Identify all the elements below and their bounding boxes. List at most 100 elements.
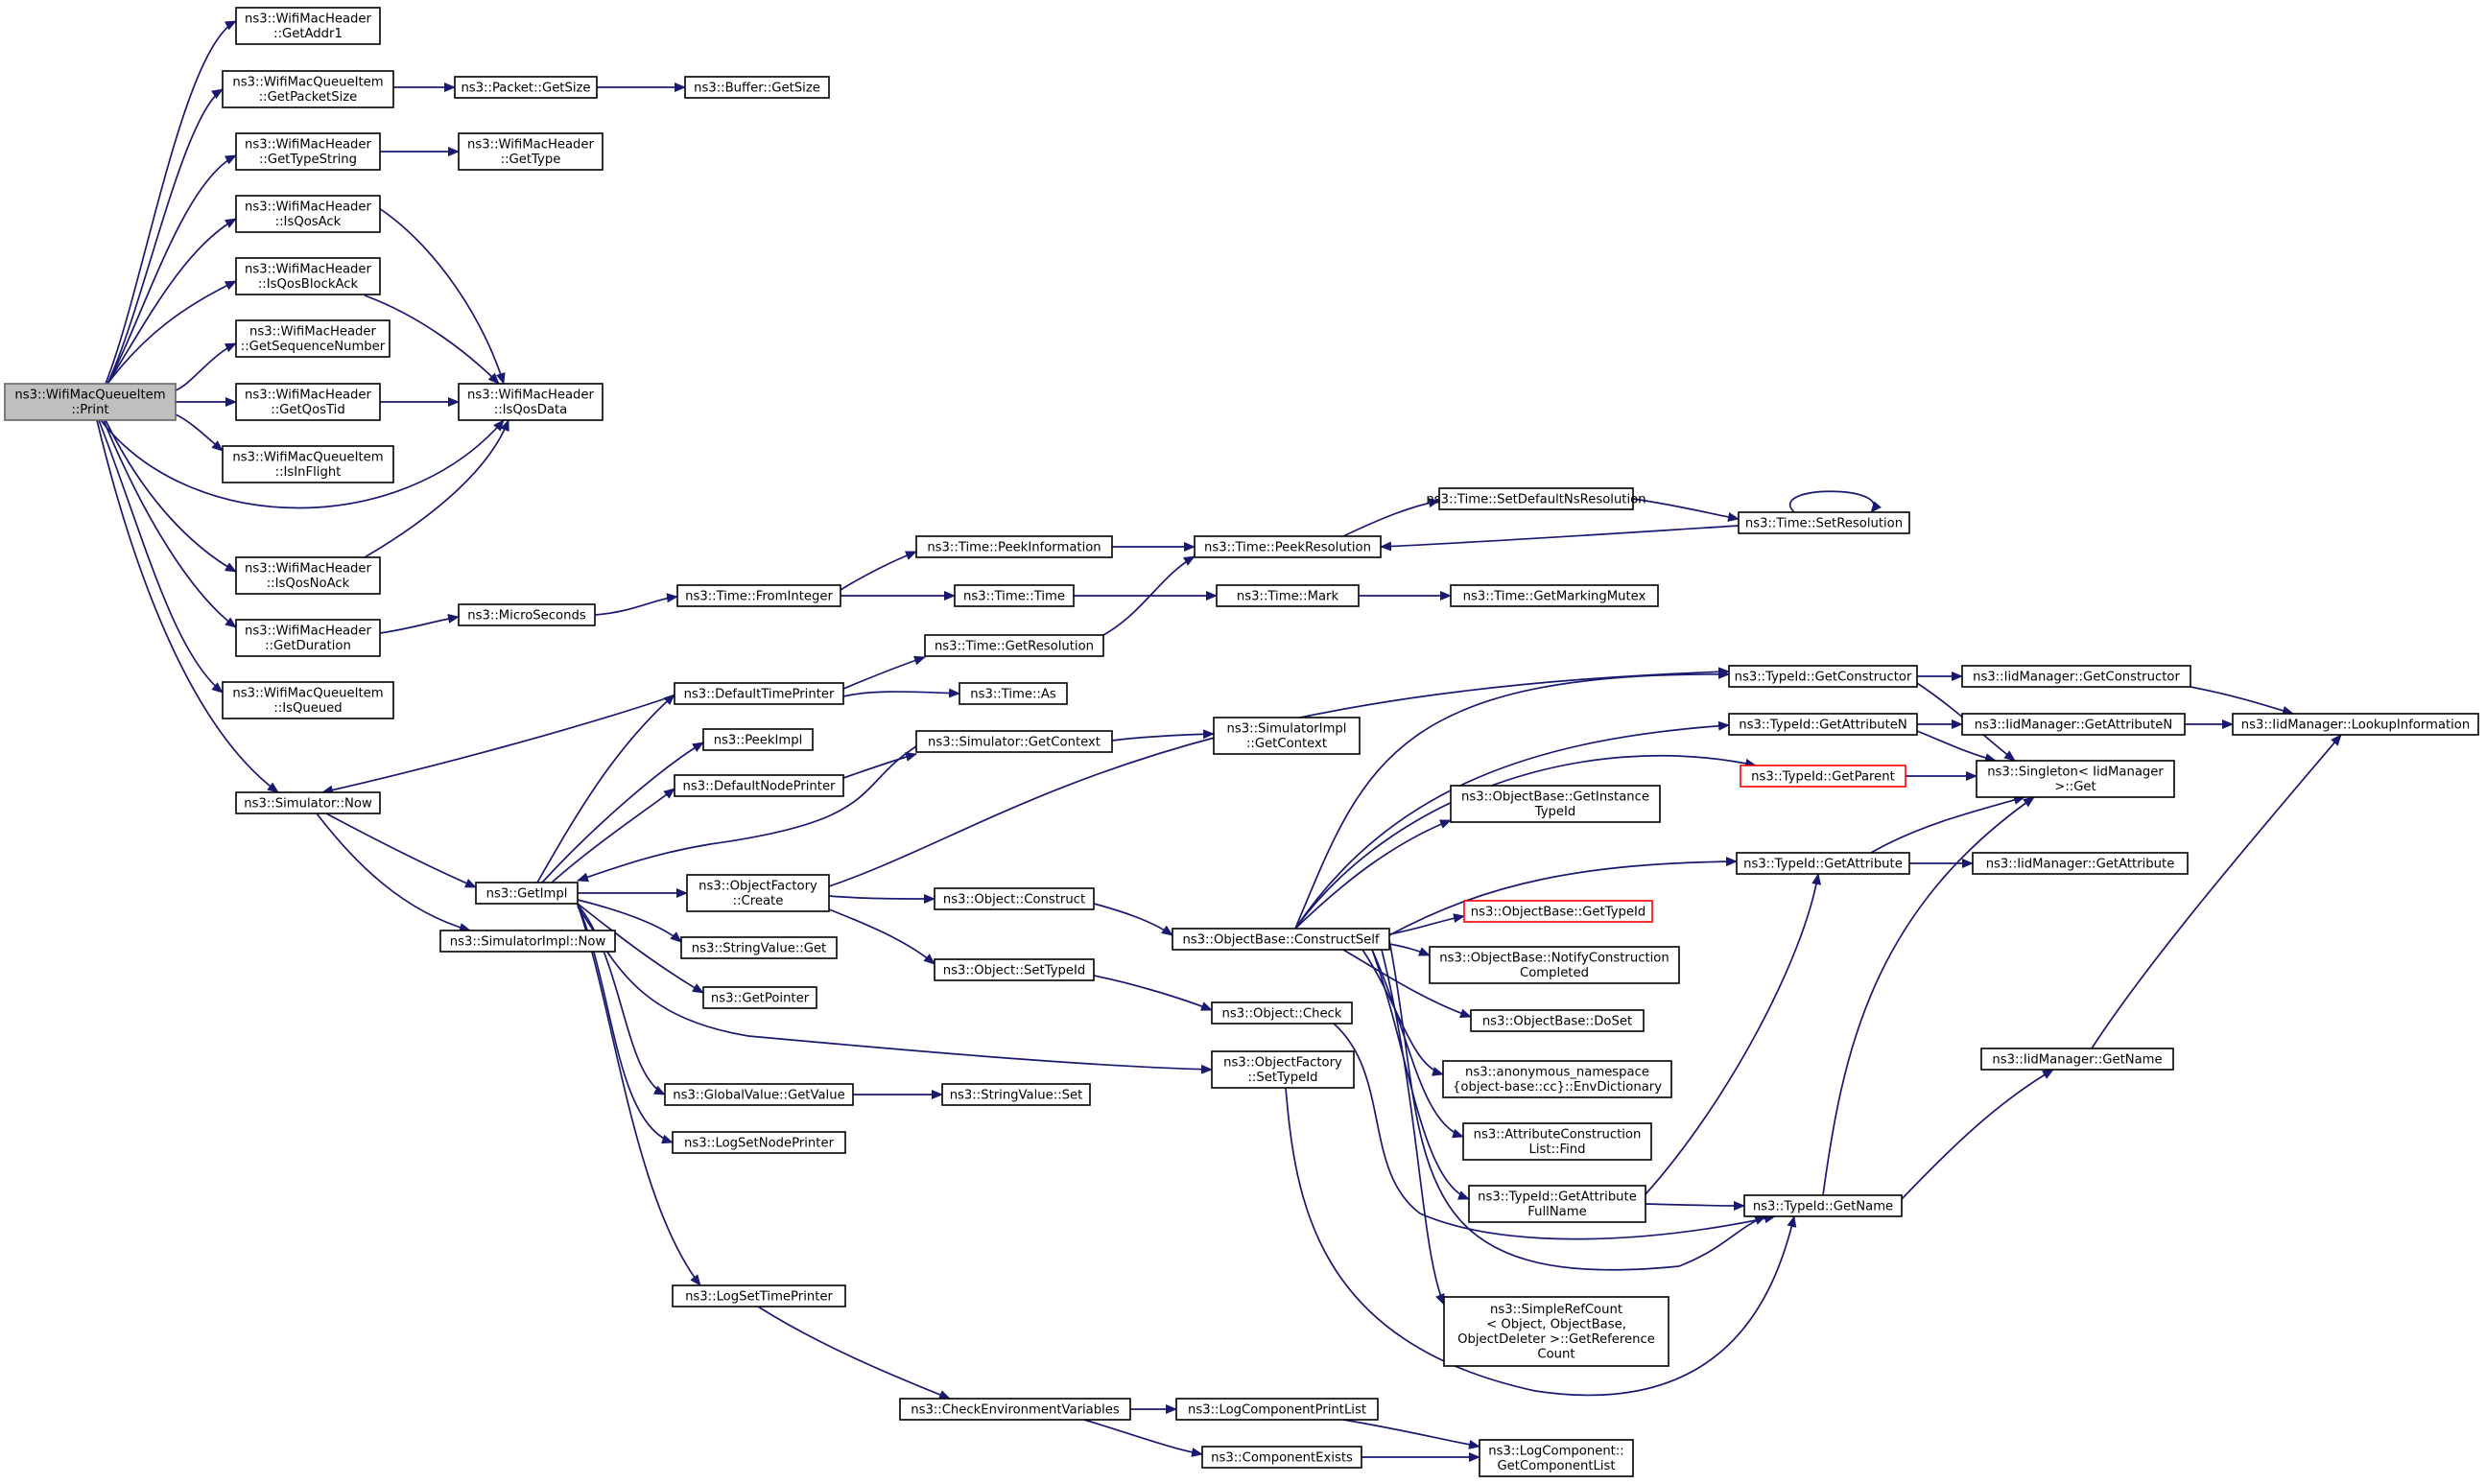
node-of-settypeid[interactable]: ns3::ObjectFactory::SetTypeId: [1211, 1050, 1355, 1089]
node-iid-lookupinfo[interactable]: ns3::IidManager::LookupInformation: [2232, 713, 2479, 736]
node-time-time[interactable]: ns3::Time::Time: [954, 584, 1075, 607]
node-singleton-get[interactable]: ns3::Singleton< IidManager>::Get: [1976, 760, 2175, 798]
node-logsettimeprinter[interactable]: ns3::LogSetTimePrinter: [672, 1284, 846, 1307]
node-peekresolution[interactable]: ns3::Time::PeekResolution: [1194, 535, 1382, 558]
node-label: ns3::TypeId::GetConstructor: [1735, 670, 1912, 684]
node-componentexists[interactable]: ns3::ComponentExists: [1201, 1446, 1362, 1469]
node-tid-getname[interactable]: ns3::TypeId::GetName: [1743, 1194, 1903, 1217]
node-time-mark[interactable]: ns3::Time::Mark: [1216, 584, 1360, 607]
node-print[interactable]: ns3::WifiMacQueueItem::Print: [4, 383, 177, 421]
node-getaddr1[interactable]: ns3::WifiMacHeader::GetAddr1: [235, 7, 381, 45]
node-simplerefcount[interactable]: ns3::SimpleRefCount< Object, ObjectBase,…: [1443, 1296, 1669, 1367]
node-isqueued[interactable]: ns3::WifiMacQueueItem::IsQueued: [222, 681, 394, 719]
edge-ob_constructself-to-ob_getinstancetypeid: [1294, 819, 1452, 930]
node-sim-getcontext[interactable]: ns3::Simulator::GetContext: [915, 730, 1113, 753]
edge-ob_constructself-to-attrconstructionfind: [1371, 949, 1464, 1139]
node-peekimpl[interactable]: ns3::PeekImpl: [702, 728, 814, 751]
node-label: ns3::SimpleRefCount: [1490, 1303, 1622, 1317]
node-label: ObjectDeleter >::GetReference: [1457, 1332, 1655, 1347]
node-label: ::IsQosNoAck: [267, 577, 350, 591]
node-defaulttimeprinter[interactable]: ns3::DefaultTimePrinter: [674, 682, 844, 705]
edge-of_create-to-obj_settypeid: [828, 908, 935, 965]
node-label: ns3::GetImpl: [486, 886, 568, 901]
node-getpointer[interactable]: ns3::GetPointer: [702, 986, 817, 1009]
node-tid-getparent[interactable]: ns3::TypeId::GetParent: [1740, 765, 1906, 788]
node-tid-getconstructor[interactable]: ns3::TypeId::GetConstructor: [1728, 665, 1918, 688]
node-getcomponentlist[interactable]: ns3::LogComponent::GetComponentList: [1479, 1439, 1634, 1477]
node-getqostid[interactable]: ns3::WifiMacHeader::GetQosTid: [235, 383, 381, 421]
node-getimpl[interactable]: ns3::GetImpl: [475, 882, 579, 905]
node-stringvalue-get[interactable]: ns3::StringValue::Get: [680, 936, 838, 959]
node-obj-construct[interactable]: ns3::Object::Construct: [934, 887, 1095, 910]
node-isqosblockack[interactable]: ns3::WifiMacHeader::IsQosBlockAck: [235, 257, 381, 295]
node-microseconds[interactable]: ns3::MicroSeconds: [458, 603, 596, 626]
edge-obj_construct-to-ob_constructself: [1093, 903, 1173, 936]
node-logsetnodeprinter[interactable]: ns3::LogSetNodePrinter: [672, 1131, 846, 1154]
node-box: [1194, 535, 1382, 558]
node-packet-getsize[interactable]: ns3::Packet::GetSize: [454, 76, 598, 99]
node-box: [915, 730, 1113, 753]
node-tid-getattributen[interactable]: ns3::TypeId::GetAttributeN: [1728, 713, 1918, 736]
node-box: [1438, 487, 1634, 510]
node-getresolution[interactable]: ns3::Time::GetResolution: [924, 634, 1104, 657]
node-checkenv[interactable]: ns3::CheckEnvironmentVariables: [899, 1398, 1131, 1421]
node-getduration[interactable]: ns3::WifiMacHeader::GetDuration: [235, 619, 381, 657]
node-simimpl-getcontext[interactable]: ns3::SimulatorImpl::GetContext: [1213, 717, 1361, 755]
node-defaultnodeprinter[interactable]: ns3::DefaultNodePrinter: [674, 774, 844, 797]
node-label: ns3::Time::Time: [963, 589, 1065, 603]
node-label: ns3::LogComponentPrintList: [1188, 1402, 1366, 1417]
node-peekinformation[interactable]: ns3::Time::PeekInformation: [915, 535, 1113, 558]
node-stringvalue-set[interactable]: ns3::StringValue::Set: [941, 1083, 1091, 1106]
node-getseqnum[interactable]: ns3::WifiMacHeader::GetSequenceNumber: [235, 319, 391, 358]
node-label: ::IsInFlight: [275, 465, 342, 480]
node-iid-getattributen[interactable]: ns3::IidManager::GetAttributeN: [1961, 713, 2186, 736]
node-obj-settypeid[interactable]: ns3::Object::SetTypeId: [934, 958, 1095, 981]
node-iid-getconstructor[interactable]: ns3::IidManager::GetConstructor: [1961, 665, 2191, 688]
node-logcompprintlist[interactable]: ns3::LogComponentPrintList: [1175, 1398, 1379, 1421]
node-envdictionary[interactable]: ns3::anonymous_namespace{object-base::cc…: [1442, 1060, 1672, 1098]
node-isqosdata[interactable]: ns3::WifiMacHeader::IsQosData: [458, 383, 604, 421]
node-sim-now[interactable]: ns3::Simulator::Now: [235, 791, 381, 814]
node-box: [702, 728, 814, 751]
node-box: [1201, 1446, 1362, 1469]
node-ob-notifyconstruction[interactable]: ns3::ObjectBase::NotifyConstructionCompl…: [1429, 946, 1680, 984]
node-label: < Object, ObjectBase,: [1486, 1318, 1626, 1332]
node-ob-doset[interactable]: ns3::ObjectBase::DoSet: [1470, 1009, 1645, 1032]
node-getmarkingmutex[interactable]: ns3::Time::GetMarkingMutex: [1450, 584, 1659, 607]
node-box: [2232, 713, 2479, 736]
node-box: [475, 882, 579, 905]
node-ob-constructself[interactable]: ns3::ObjectBase::ConstructSelf: [1172, 928, 1390, 951]
node-iid-getattribute[interactable]: ns3::IidManager::GetAttribute: [1972, 852, 2189, 875]
node-simimpl-now[interactable]: ns3::SimulatorImpl::Now: [439, 930, 616, 953]
node-time-as[interactable]: ns3::Time::As: [959, 682, 1068, 705]
node-obj-check[interactable]: ns3::Object::Check: [1211, 1001, 1353, 1025]
node-label: ::GetAddr1: [273, 27, 343, 41]
node-isinflight[interactable]: ns3::WifiMacQueueItem::IsInFlight: [222, 445, 394, 483]
node-label: ::GetType: [501, 153, 561, 167]
edge-ob_constructself-to-simplerefcount: [1381, 949, 1445, 1306]
edge-print-to-isinflight: [175, 413, 224, 452]
node-setresolution[interactable]: ns3::Time::SetResolution: [1738, 511, 1910, 534]
node-tid-getattribute[interactable]: ns3::TypeId::GetAttribute: [1736, 852, 1910, 875]
node-box: [235, 257, 381, 295]
node-box: [1211, 1050, 1355, 1089]
node-label: ns3::WifiMacHeader: [245, 200, 372, 215]
node-box: [222, 681, 394, 719]
node-isqosnoack[interactable]: ns3::WifiMacHeader::IsQosNoAck: [235, 556, 381, 595]
node-setdefaultnsres[interactable]: ns3::Time::SetDefaultNsResolution: [1426, 487, 1646, 510]
node-label: ns3::Time::PeekResolution: [1204, 540, 1371, 554]
node-ob-gettypeid[interactable]: ns3::ObjectBase::GetTypeId: [1463, 900, 1653, 923]
node-buffer-getsize[interactable]: ns3::Buffer::GetSize: [684, 76, 830, 99]
node-gettypestring[interactable]: ns3::WifiMacHeader::GetTypeString: [235, 132, 381, 171]
node-iid-getname[interactable]: ns3::IidManager::GetName: [1980, 1048, 2174, 1071]
node-gettype[interactable]: ns3::WifiMacHeader::GetType: [458, 132, 604, 171]
node-label: ns3::WifiMacHeader: [245, 389, 372, 403]
node-frominteger[interactable]: ns3::Time::FromInteger: [676, 584, 841, 607]
node-of-create[interactable]: ns3::ObjectFactory::Create: [686, 874, 830, 912]
node-getpacketsize[interactable]: ns3::WifiMacQueueItem::GetPacketSize: [222, 70, 394, 108]
node-gv-getvalue[interactable]: ns3::GlobalValue::GetValue: [664, 1083, 854, 1106]
node-isqosack[interactable]: ns3::WifiMacHeader::IsQosAck: [235, 195, 381, 233]
